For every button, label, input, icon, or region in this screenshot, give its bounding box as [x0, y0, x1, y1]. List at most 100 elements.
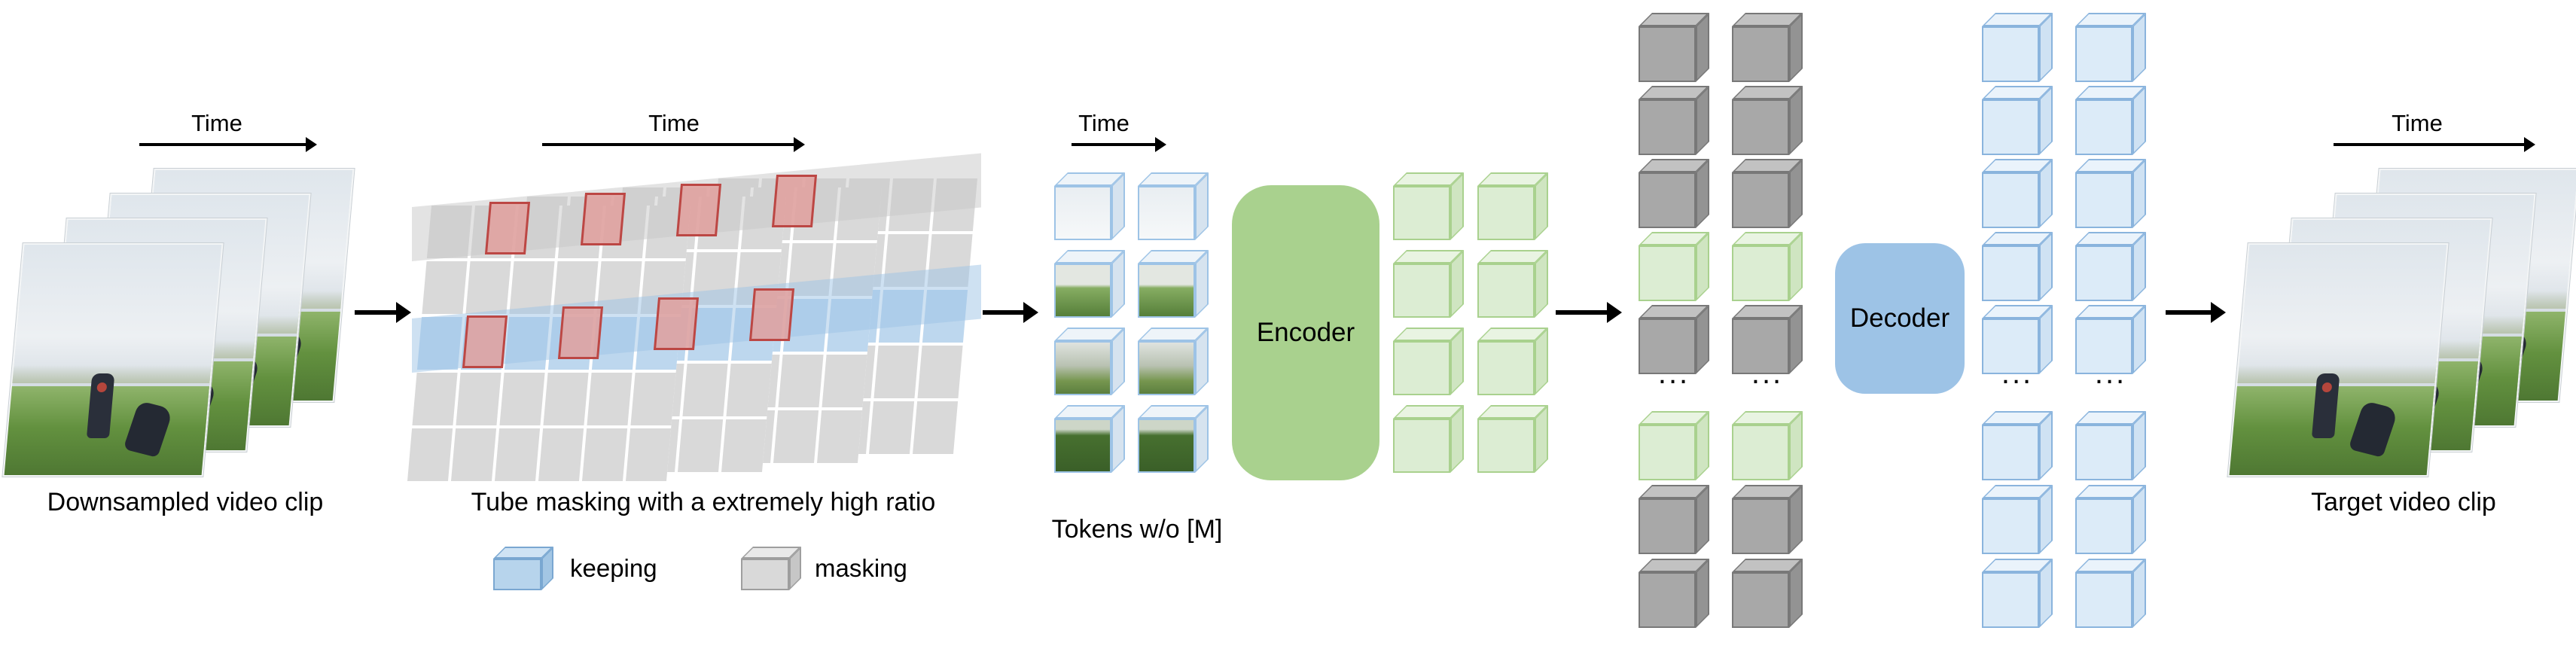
cube-face [1393, 186, 1450, 240]
highlighted-tube-cell [675, 184, 722, 236]
masking-cell [927, 234, 973, 287]
cube-face [1138, 186, 1195, 240]
cube-face [2039, 411, 2053, 480]
cube-face [1195, 328, 1209, 395]
masking-cell [677, 419, 724, 472]
masking-cell [778, 355, 824, 407]
token-cube [1477, 172, 1548, 240]
token-cube [1393, 250, 1464, 318]
cube-face [1393, 341, 1450, 395]
cube-face [1138, 264, 1195, 318]
cube-face [2132, 159, 2146, 228]
cube-face [2039, 232, 2053, 301]
token-cube [741, 547, 801, 590]
highlighted-tube-cell [580, 193, 626, 245]
cube-face [1696, 232, 1709, 301]
arrow-shaft [1556, 310, 1608, 315]
visible-tokens-grid [1054, 172, 1212, 481]
cube-face [493, 559, 541, 590]
cube-face [1696, 559, 1709, 628]
masking-cell [873, 346, 919, 398]
cube-face [1696, 159, 1709, 228]
cube-face [1732, 572, 1789, 628]
token-cube [1054, 328, 1125, 395]
cube-face [1982, 572, 2039, 628]
cube-face [1789, 559, 1803, 628]
cube-face [2039, 86, 2053, 155]
token-cube [1982, 305, 2053, 374]
cube-face [2132, 86, 2146, 155]
cube-face [1732, 498, 1789, 554]
token-cube [1732, 305, 1803, 374]
token-cube [1732, 159, 1803, 228]
highlighted-tube-cell [771, 175, 818, 227]
masking-cell [630, 373, 676, 425]
masking-cell [426, 206, 473, 258]
masking-cell [883, 234, 929, 287]
decoder-token-columns [1982, 13, 2148, 630]
cube-face [1696, 411, 1709, 480]
time-label-input: Time [191, 110, 242, 136]
token-cube [1639, 232, 1709, 301]
token-cube [2075, 232, 2146, 301]
masking-cell [422, 261, 468, 314]
token-cube [1639, 485, 1709, 554]
masking-cell [931, 178, 978, 231]
cube-face [1732, 99, 1789, 155]
masking-cell [726, 364, 772, 416]
latent-token-columns [1639, 13, 1804, 630]
masking-cell [888, 178, 934, 231]
token-cube [1732, 86, 1803, 155]
cube-face [1477, 186, 1535, 240]
masking-cell [581, 428, 628, 481]
arrow-shaft [139, 143, 307, 146]
token-cube [1732, 232, 1803, 301]
cube-face [2075, 172, 2132, 228]
time-label-tokens: Time [1078, 110, 1129, 136]
cube-face [1195, 250, 1209, 318]
cube-face [1450, 172, 1464, 240]
encoder-output-tokens [1393, 172, 1551, 481]
cube-face [2075, 318, 2132, 374]
token-cube [1054, 405, 1125, 473]
time-label-target: Time [2392, 110, 2443, 136]
cube-face [1639, 425, 1696, 480]
token-cube [1982, 232, 2053, 301]
cube-face [2075, 26, 2132, 82]
tube-masking-caption: Tube masking with a extremely high ratio [471, 488, 936, 516]
cube-face [2132, 13, 2146, 82]
cube-face [1696, 305, 1709, 374]
cube-face [1696, 13, 1709, 82]
cube-face [2132, 411, 2146, 480]
arrow-shaft [2334, 143, 2526, 146]
ellipsis-latent-2: ... [1751, 357, 1784, 390]
token-cube [1477, 328, 1548, 395]
masking-cell [450, 428, 497, 481]
masking-cell [773, 410, 819, 463]
cube-face [1789, 411, 1803, 480]
token-cube [1639, 86, 1709, 155]
encoder-box: Encoder [1232, 185, 1379, 480]
cube-face [2132, 232, 2146, 301]
masking-cell [917, 346, 963, 398]
cube-face [741, 559, 789, 590]
token-cube [1477, 250, 1548, 318]
cube-face [1982, 172, 2039, 228]
masking-cell [465, 261, 511, 314]
masking-cell [868, 401, 915, 454]
token-cube [1393, 172, 1464, 240]
tube-masking-grid [407, 153, 981, 495]
cube-face [1393, 264, 1450, 318]
cube-face [2039, 305, 2053, 374]
cube-face [2075, 572, 2132, 628]
mask-grid-frame [407, 206, 691, 481]
masking-cell [596, 261, 642, 314]
cube-face [2132, 305, 2146, 374]
cube-face [2132, 485, 2146, 554]
masking-cell [831, 243, 877, 296]
token-cube [1639, 559, 1709, 628]
token-cube [1138, 172, 1209, 240]
cube-face [1195, 405, 1209, 473]
token-cube [1393, 405, 1464, 473]
cube-face [1054, 186, 1111, 240]
